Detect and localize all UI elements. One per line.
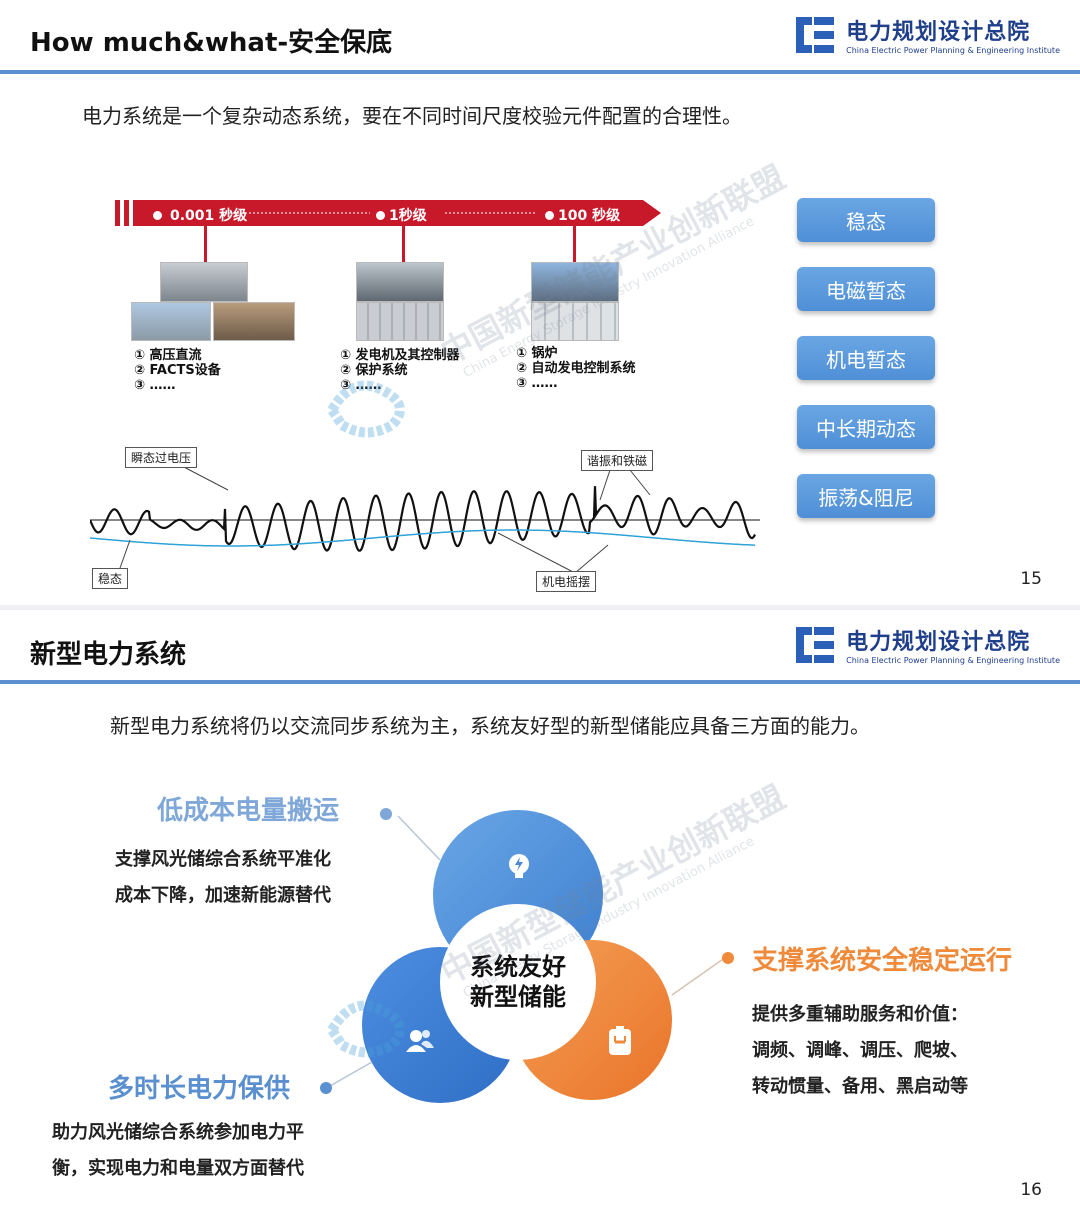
tag-electromechanical-swing: 机电摇摆 <box>536 571 597 592</box>
list-item: ① 高压直流 <box>134 348 202 363</box>
agc-cabinet-photo <box>531 302 619 341</box>
lightning-bulb-icon <box>509 854 529 878</box>
center-label-line: 系统友好 <box>470 953 566 981</box>
users-icon <box>406 1030 434 1052</box>
feature-line: 助力风光储综合系统参加电力平 <box>52 1122 304 1143</box>
watermark-logo-icon <box>326 380 405 438</box>
hvdc-station-photo <box>131 302 211 341</box>
battery-icon <box>609 1026 631 1055</box>
tag-transient-overvoltage: 瞬态过电压 <box>125 447 198 468</box>
scale-label-s: 1秒级 <box>389 208 427 224</box>
boiler-plant-photo <box>531 262 619 302</box>
institute-logo: 电力规划设计总院 China Electric Power Planning &… <box>796 624 1060 665</box>
feature-title-long-duration: 多时长电力保供 <box>108 1074 291 1104</box>
feature-text-low-cost: 支撑风光储综合系统平准化 成本下降，加速新能源替代 <box>115 842 331 914</box>
feature-line: 调频、调峰、调压、爬坡、 <box>752 1040 968 1061</box>
scale-label-ms: 0.001 秒级 <box>170 208 248 224</box>
feature-line: 提供多重辅助服务和价值： <box>752 1004 968 1025</box>
device-list-100s: ① 锅炉 ② 自动发电控制系统 ③ …… <box>516 346 636 391</box>
logo-english-name: China Electric Power Planning & Engineer… <box>846 656 1060 665</box>
feature-connectors <box>329 815 727 1087</box>
list-item: ② 保护系统 <box>340 363 408 378</box>
protection-cabinet-photo <box>356 302 444 341</box>
title-rule <box>0 70 1080 74</box>
timescale-arrow <box>115 200 661 226</box>
institute-logo: 电力规划设计总院 China Electric Power Planning &… <box>796 14 1060 55</box>
converter-hall-photo <box>160 262 248 302</box>
center-label: 系统友好 新型储能 <box>445 952 591 1012</box>
feature-line: 成本下降，加速新能源替代 <box>115 885 331 906</box>
scale-dot <box>153 211 162 220</box>
page-number: 15 <box>1020 569 1042 589</box>
power-system-waveform <box>90 486 760 552</box>
list-item: ③ …… <box>340 378 382 393</box>
list-item: ② FACTS设备 <box>134 363 221 378</box>
facts-equipment-photo <box>213 302 295 341</box>
logo-chinese-name: 电力规划设计总院 <box>846 630 1031 655</box>
feature-title-low-cost: 低成本电量搬运 <box>157 796 340 826</box>
device-list-s: ① 发电机及其控制器 ② 保护系统 ③ …… <box>340 348 460 393</box>
list-item: ① 锅炉 <box>516 346 558 361</box>
title-rule <box>0 680 1080 684</box>
scale-dot <box>545 211 554 220</box>
feature-text-long-duration: 助力风光储综合系统参加电力平 衡，实现电力和电量双方面替代 <box>52 1115 304 1187</box>
institute-logo-icon <box>796 625 836 665</box>
feature-dot <box>722 952 734 964</box>
list-item: ③ …… <box>516 376 558 391</box>
callout-arrows <box>119 464 651 574</box>
timeline-stem <box>573 226 576 264</box>
page-number: 16 <box>1020 1180 1042 1200</box>
pill-electromagnetic-transient: 电磁暂态 <box>797 267 935 311</box>
timeline-stem <box>204 226 207 264</box>
feature-dot <box>320 1082 332 1094</box>
feature-line: 转动惯量、备用、黑启动等 <box>752 1076 968 1097</box>
logo-chinese-name: 电力规划设计总院 <box>846 20 1031 45</box>
capability-circles <box>362 810 672 1103</box>
feature-title-grid-support: 支撑系统安全稳定运行 <box>752 946 1013 976</box>
list-item: ② 自动发电控制系统 <box>516 361 636 376</box>
center-hub <box>440 904 596 1060</box>
lead-text: 新型电力系统将仍以交流同步系统为主，系统友好型的新型储能应具备三方面的能力。 <box>110 714 870 738</box>
scale-label-100s: 100 秒级 <box>558 208 621 224</box>
pill-mid-long-term-dynamics: 中长期动态 <box>797 405 935 449</box>
list-item: ③ …… <box>134 378 176 393</box>
generator-photo <box>356 262 444 302</box>
pill-electromechanical-transient: 机电暂态 <box>797 336 935 380</box>
watermark-logo-icon <box>326 1000 405 1058</box>
feature-dot <box>380 808 392 820</box>
center-label-line: 新型储能 <box>470 983 566 1011</box>
list-item: ① 发电机及其控制器 <box>340 348 460 363</box>
feature-text-grid-support: 提供多重辅助服务和价值： 调频、调峰、调压、爬坡、 转动惯量、备用、黑启动等 <box>752 997 968 1105</box>
timeline-stem <box>402 226 405 264</box>
scale-dot <box>376 211 385 220</box>
slide-16: 新型电力系统 电力规划设计总院 China Electric Power Pla… <box>0 610 1080 1218</box>
slide-title: 新型电力系统 <box>30 640 187 670</box>
slide-15: How much&what-安全保底 电力规划设计总院 China Electr… <box>0 0 1080 605</box>
device-list-ms: ① 高压直流 ② FACTS设备 ③ …… <box>134 348 221 393</box>
pill-steady-state: 稳态 <box>797 198 935 242</box>
tag-ferroresonance: 谐振和铁磁 <box>581 450 654 471</box>
tag-steady-state: 稳态 <box>92 568 129 589</box>
institute-logo-icon <box>796 15 836 55</box>
lead-text: 电力系统是一个复杂动态系统，要在不同时间尺度校验元件配置的合理性。 <box>82 104 742 128</box>
logo-english-name: China Electric Power Planning & Engineer… <box>846 46 1060 55</box>
feature-line: 支撑风光储综合系统平准化 <box>115 849 331 870</box>
pill-oscillation-damping: 振荡&阻尼 <box>797 474 935 518</box>
slide-title: How much&what-安全保底 <box>30 28 393 58</box>
feature-line: 衡，实现电力和电量双方面替代 <box>52 1158 304 1179</box>
